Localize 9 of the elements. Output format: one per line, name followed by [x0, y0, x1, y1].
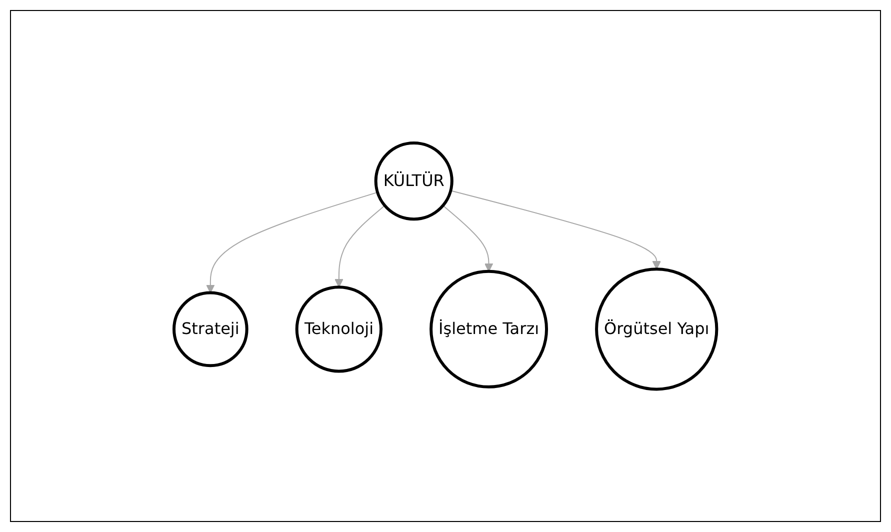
arrow: [450, 190, 662, 270]
arrow: [442, 204, 494, 272]
node-circle: Strateji: [172, 291, 248, 367]
node-circle: İşletme Tarzı: [430, 270, 548, 388]
node-circle: Örgütsel Yapı: [595, 267, 718, 391]
arrow: [206, 192, 378, 294]
node-circle: KÜLTÜR: [374, 141, 454, 220]
node-circle: Teknoloji: [295, 285, 383, 373]
arrow: [334, 204, 386, 288]
